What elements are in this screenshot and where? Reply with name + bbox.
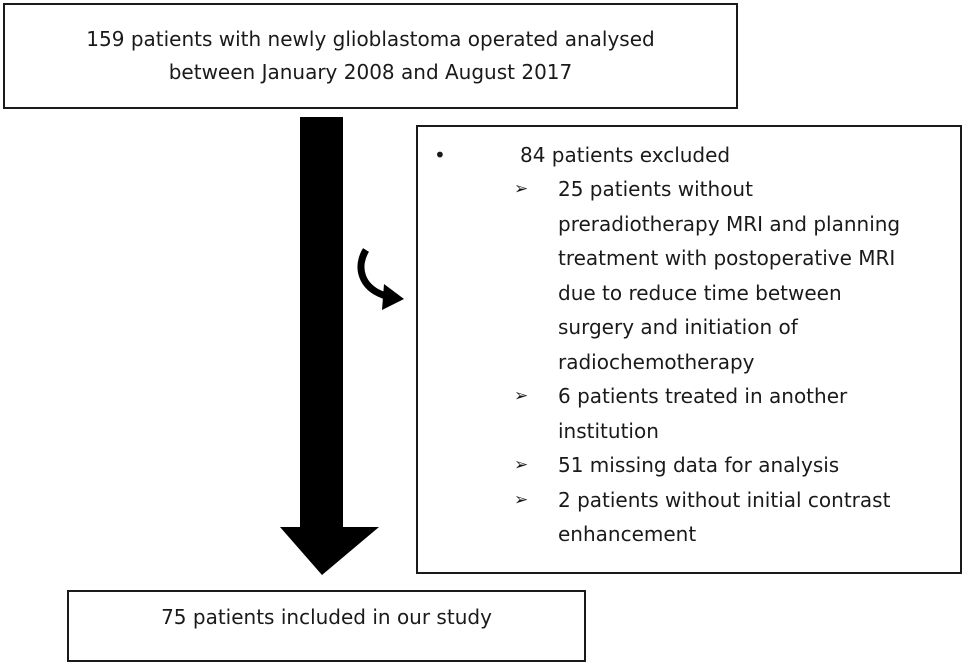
exclusion-item: ➢ 51 missing data for analysis — [514, 448, 954, 483]
exclusion-item-line: enhancement — [558, 522, 697, 546]
arrowhead-bullet-icon: ➢ — [514, 386, 529, 406]
exclusion-header-text: 84 patients excluded — [520, 143, 731, 167]
exclusion-item-line: 25 patients without — [558, 177, 753, 201]
exclusion-item-line: treatment with postoperative MRI — [558, 246, 896, 270]
exclusion-item-line: 2 patients without initial contrast — [558, 487, 891, 512]
curved-arrow-icon — [357, 248, 404, 310]
arrowhead-bullet-icon: ➢ — [514, 179, 529, 199]
exclusion-item-line: 6 patients treated in another — [558, 384, 848, 408]
cohort-line-1: 159 patients with newly glioblastoma ope… — [86, 27, 655, 51]
exclusion-item-line: preradiotherapy MRI and planning — [558, 211, 901, 236]
exclusion-item-line: radiochemotherapy — [558, 349, 755, 374]
included-text: 75 patients included in our study — [161, 605, 492, 629]
bullet-icon: • — [434, 143, 446, 167]
exclusion-list: ➢ 25 patients without preradiotherapy MR… — [514, 172, 954, 552]
included-box: 75 patients included in our study — [67, 590, 586, 662]
exclusion-item: ➢ 25 patients without preradiotherapy MR… — [514, 172, 954, 379]
exclusion-item-line: due to reduce time between — [558, 280, 842, 305]
cohort-line-2: between January 2008 and August 2017 — [168, 60, 573, 84]
exclusion-item: ➢ 6 patients treated in another institut… — [514, 379, 954, 448]
cohort-box: 159 patients with newly glioblastoma ope… — [3, 3, 738, 109]
exclusion-item: ➢ 2 patients without initial contrast en… — [514, 483, 954, 552]
arrowhead-bullet-icon: ➢ — [514, 455, 529, 475]
exclusion-item-line: 51 missing data for analysis — [558, 453, 840, 477]
exclusion-box: • 84 patients excluded ➢ 25 patients wit… — [416, 125, 962, 574]
arrowhead-bullet-icon: ➢ — [514, 489, 529, 510]
exclusion-item-line: institution — [558, 418, 659, 443]
exclusion-item-line: surgery and initiation of — [558, 315, 798, 339]
exclusion-header: • 84 patients excluded — [434, 138, 730, 173]
